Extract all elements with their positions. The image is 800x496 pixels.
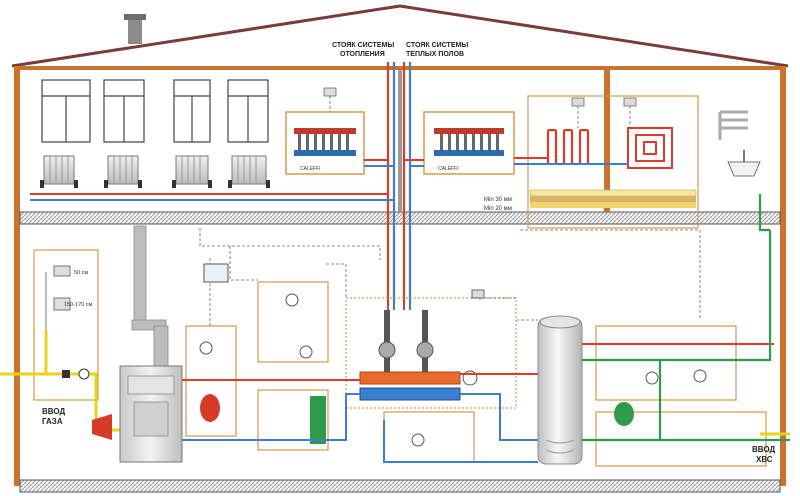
dim-150-label: 150-170 см (64, 302, 92, 308)
dhw-pump-group (383, 411, 475, 463)
sink (727, 150, 761, 177)
partition-wall-right (604, 70, 610, 212)
chimney-cap (124, 14, 146, 44)
water-inlet-label-2: ХВС (756, 455, 773, 464)
distribution-collector (345, 297, 517, 409)
roof (11, 4, 789, 68)
thermostat-icons (323, 87, 637, 107)
gas-inlet-label-2: ГАЗА (42, 417, 63, 426)
radiators (43, 155, 267, 185)
min30-label: Min 30 мм (484, 197, 512, 203)
manifold-brand-label: CALEFFI (300, 166, 321, 172)
riser-floor-label-2: ТЕПЛЫХ ПОЛОВ (406, 51, 464, 58)
radiator-manifold-box: CALEFFI (285, 111, 365, 175)
wall-thermostat (471, 289, 485, 299)
dim-50-label: 50 см (74, 270, 88, 276)
ground-pipes-cold (182, 300, 538, 463)
floor-heating-manifold-box: CALEFFI (423, 111, 515, 175)
min20-label: Min 20 мм (484, 206, 512, 212)
outer-walls (14, 66, 786, 486)
hydraulic-separator-frame (257, 281, 329, 451)
windows (41, 79, 269, 143)
riser-heating-label-2: ОТОПЛЕНИЯ (340, 51, 385, 58)
gas-valve-icons (62, 368, 90, 380)
gas-inlet-label-1: ВВОД (42, 407, 65, 416)
ground-pipes-dhw (582, 194, 790, 442)
water-supply-frame (595, 325, 767, 467)
gas-inlet-arrow (92, 414, 112, 440)
radiator-1 (43, 155, 75, 185)
hot-water-tank (537, 315, 583, 465)
upper-dashed-control-lines (329, 96, 631, 128)
risers (386, 62, 412, 300)
partition-wall (398, 70, 402, 212)
towel-rail (718, 110, 748, 140)
riser-floor-label-1: СТОЯК СИСТЕМЫ (406, 42, 468, 49)
radiator-valves (40, 180, 270, 188)
upper-floor-slab (19, 211, 781, 225)
upper-distribution-pipes (30, 157, 628, 201)
radiator-2 (107, 155, 139, 185)
water-inlet-label-1: ВВОД (752, 445, 775, 454)
serpentine-loop (546, 128, 590, 166)
control-dashed-lines (199, 228, 701, 326)
radiator-3 (175, 155, 209, 185)
ground-pipes-hot (182, 300, 774, 381)
floor-layers (529, 189, 697, 208)
flue-pipe (131, 225, 169, 367)
underfloor-room-frame (527, 95, 699, 229)
spiral-loop (627, 127, 673, 169)
controller-box (203, 263, 229, 283)
radiator-4 (231, 155, 267, 185)
ground-floor-slab (19, 479, 781, 493)
manifold2-brand-label: CALEFFI (438, 166, 459, 172)
riser-heating-label-1: СТОЯК СИСТЕМЫ (332, 42, 394, 49)
boiler (119, 365, 183, 463)
